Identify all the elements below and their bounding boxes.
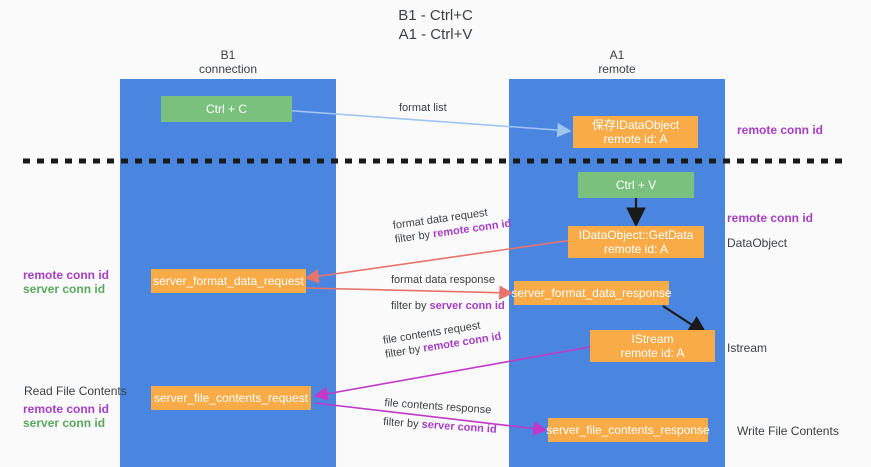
filter-key-server-conn-id: server conn id — [421, 418, 498, 436]
node-ctrl-v-label: Ctrl + V — [615, 178, 657, 192]
annotation-right-dataobject: DataObject — [727, 236, 788, 250]
node-istream-line1: IStream — [631, 332, 674, 346]
edge-label-format-data-response-filter: filter by server conn id — [391, 299, 505, 313]
annotation-right-remote-conn-id-mid: remote conn id — [727, 211, 814, 225]
column-header-b1: B1 connection — [120, 48, 336, 76]
edge-label-format-list: format list — [399, 101, 447, 115]
annotation-left-server-conn-id-b: server conn id — [23, 416, 106, 430]
title-line-1: B1 - Ctrl+C — [398, 7, 473, 24]
node-save-idataobject-line2: remote id: A — [603, 132, 668, 146]
node-server-format-data-response-label: server_format_data_response — [511, 286, 672, 300]
column-header-a1: A1 remote — [509, 48, 725, 76]
node-server-format-data-response[interactable]: server_format_data_response — [511, 281, 672, 305]
node-server-file-contents-request[interactable]: server_file_contents_request — [151, 386, 311, 410]
annotation-right-remote-conn-id-top: remote conn id — [737, 123, 824, 137]
node-istream[interactable]: IStream remote id: A — [590, 330, 715, 362]
edge-label-format-data-response-text: format data response — [391, 274, 495, 286]
node-idataobject-getdata[interactable]: IDataObject::GetData remote id: A — [568, 226, 704, 258]
edge-label-file-contents-response-filter: filter by server conn id — [383, 415, 497, 437]
node-server-file-contents-response-label: server_file_contents_response — [546, 423, 710, 437]
node-server-file-contents-response[interactable]: server_file_contents_response — [546, 418, 710, 442]
edge-label-format-list-text: format list — [399, 102, 447, 114]
column-header-a1-role: remote — [598, 62, 636, 76]
annotation-right-write-file-contents: Write File Contents — [737, 424, 839, 438]
edge-label-format-data-request: format data request filter by remote con… — [392, 203, 512, 247]
filter-key-server-conn-id: server conn id — [429, 300, 505, 312]
diagram-title: B1 - Ctrl+C A1 - Ctrl+V — [0, 6, 871, 44]
node-save-idataobject[interactable]: 保存IDataObject remote id: A — [573, 116, 698, 148]
node-idataobject-getdata-line2: remote id: A — [603, 242, 669, 256]
node-server-format-data-request-label: server_format_data_request — [153, 274, 304, 288]
node-idataobject-getdata-line1: IDataObject::GetData — [578, 228, 694, 242]
node-save-idataobject-line1: 保存IDataObject — [591, 118, 680, 132]
annotation-left-server-conn-id-a: server conn id — [23, 282, 106, 296]
column-header-a1-name: A1 — [609, 48, 625, 62]
annotation-left-remote-conn-id-b: remote conn id — [23, 402, 110, 416]
annotation-left-read-file-contents: Read File Contents — [24, 384, 127, 398]
annotation-left-remote-conn-id-a: remote conn id — [23, 268, 110, 282]
node-server-format-data-request[interactable]: server_format_data_request — [151, 269, 306, 293]
column-header-b1-role: connection — [198, 62, 258, 76]
edge-label-file-contents-request: file contents request filter by remote c… — [382, 316, 502, 362]
node-istream-line2: remote id: A — [620, 346, 685, 360]
node-ctrl-c[interactable]: Ctrl + C — [161, 96, 292, 122]
node-ctrl-v[interactable]: Ctrl + V — [578, 172, 694, 198]
title-line-2: A1 - Ctrl+V — [398, 26, 473, 43]
filter-prefix: filter by — [394, 228, 434, 246]
node-server-file-contents-request-label: server_file_contents_request — [153, 391, 309, 405]
edge-label-file-contents-response-text: file contents response — [384, 396, 492, 417]
filter-prefix: filter by — [391, 300, 430, 312]
edge-label-format-data-response: format data response filter by server co… — [391, 273, 505, 313]
node-ctrl-c-label: Ctrl + C — [205, 102, 247, 116]
annotation-right-istream: Istream — [727, 341, 768, 355]
column-header-b1-name: B1 — [220, 48, 236, 62]
filter-prefix: filter by — [382, 415, 423, 431]
edge-label-file-contents-response: file contents response filter by server … — [383, 396, 499, 437]
